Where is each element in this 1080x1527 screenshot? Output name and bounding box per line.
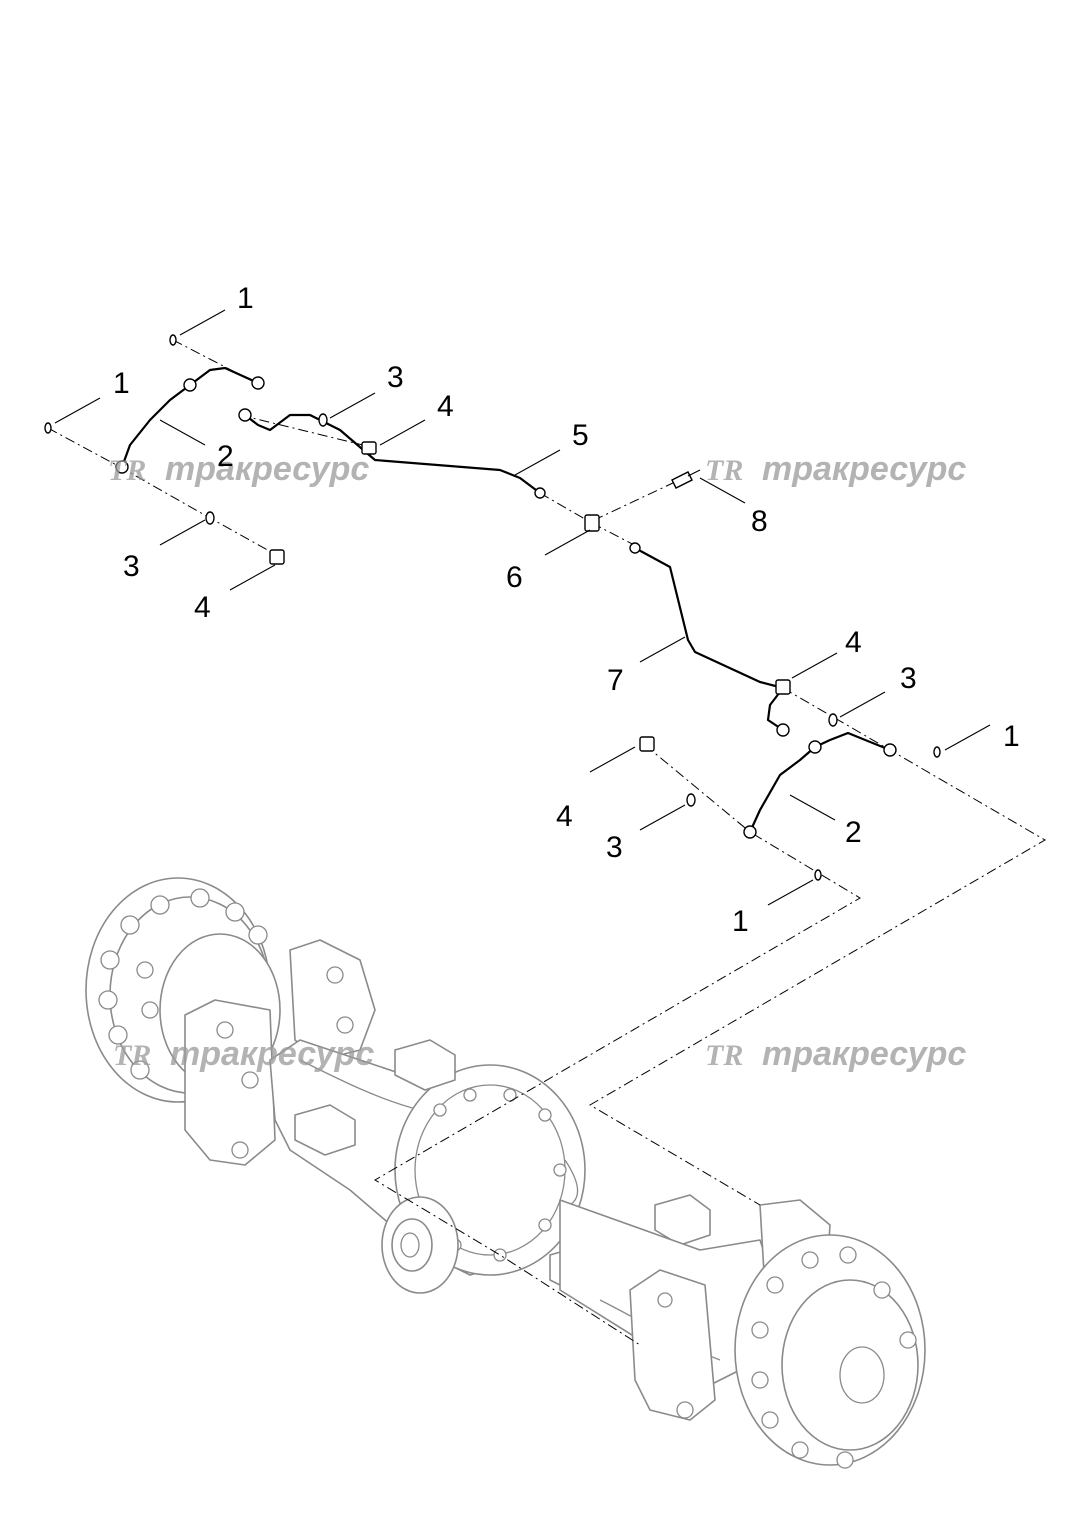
callout-7: 7: [607, 664, 624, 697]
washer-3d: [686, 793, 696, 807]
right-wheel-hub: [734, 1234, 926, 1469]
watermark-top-left: TR тракресурс: [108, 450, 369, 488]
svg-text:тракресурс: тракресурс: [762, 1035, 966, 1073]
clip-1a: [169, 334, 177, 346]
svg-text:тракресурс: тракресурс: [165, 450, 369, 488]
svg-text:тракресурс: тракресурс: [170, 1035, 374, 1073]
clip-1c: [933, 746, 941, 758]
clip-1d: [814, 869, 822, 881]
callout-numbers: 1 1 3 4 5 2 3 4 8 6 7 4 3 1 4 3 2 1: [113, 282, 1020, 938]
svg-text:TR: TR: [705, 1039, 743, 1072]
bolt-4a: [361, 441, 377, 455]
svg-text:тракресурс: тракресурс: [762, 450, 966, 488]
callout-1: 1: [732, 905, 749, 938]
callout-5: 5: [572, 419, 589, 452]
svg-text:TR: TR: [113, 1039, 151, 1072]
watermark-top-right: TR тракресурс: [705, 450, 966, 488]
leader-lines: [54, 309, 991, 906]
watermark-bottom-right: TR тракресурс: [705, 1035, 966, 1073]
left-brake-caliper: [184, 939, 376, 1166]
washer-3a: [318, 413, 328, 427]
callout-1: 1: [237, 282, 254, 315]
svg-text:TR: TR: [705, 454, 743, 487]
watermark-bottom-left: TR тракресурс: [113, 1035, 374, 1073]
washer-3c: [828, 713, 838, 727]
brake-pipes: [120, 366, 892, 834]
fittings: [44, 334, 941, 881]
callout-1: 1: [1003, 720, 1020, 753]
svg-text:TR: TR: [108, 454, 146, 487]
callout-3: 3: [123, 550, 140, 583]
callout-4: 4: [556, 800, 573, 833]
callout-2: 2: [845, 816, 862, 849]
callout-4: 4: [437, 390, 454, 423]
callout-3: 3: [900, 662, 917, 695]
bolt-4d: [639, 736, 655, 752]
bolt-8: [671, 471, 693, 489]
callout-2: 2: [217, 440, 234, 473]
callout-4: 4: [194, 591, 211, 624]
callout-1: 1: [113, 367, 130, 400]
bolt-4c: [775, 679, 791, 695]
clip-1b: [44, 422, 52, 434]
bolt-4b: [269, 549, 285, 565]
callout-8: 8: [751, 505, 768, 538]
pinion-flange: [381, 1196, 459, 1294]
callout-3: 3: [387, 361, 404, 394]
callout-6: 6: [506, 561, 523, 594]
axle-assembly: [85, 877, 926, 1469]
callout-3: 3: [606, 831, 623, 864]
washer-3b: [205, 511, 215, 525]
tee-6: [584, 514, 600, 532]
callout-4: 4: [845, 626, 862, 659]
